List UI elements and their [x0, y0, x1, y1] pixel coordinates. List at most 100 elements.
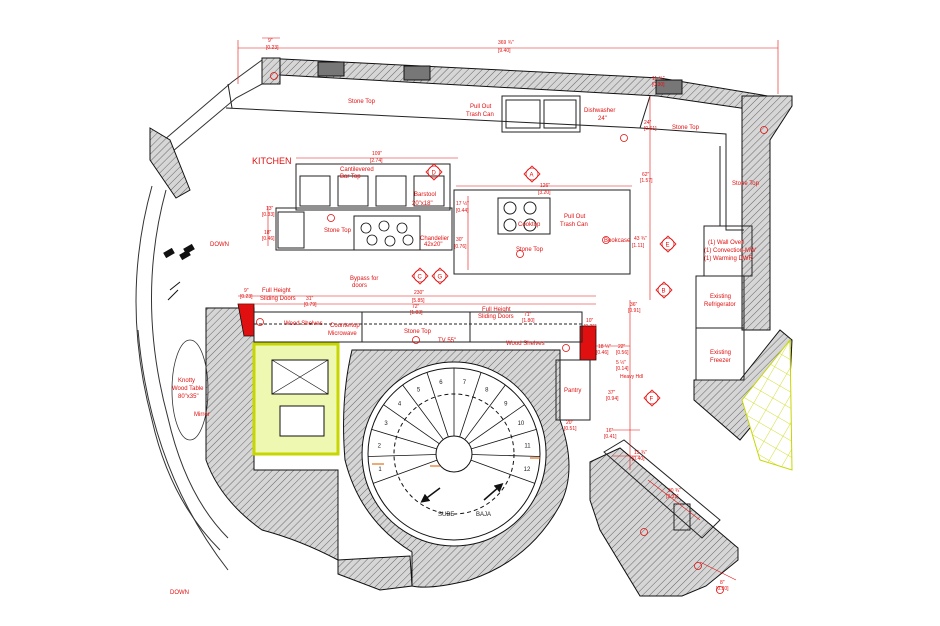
dim-island-depth-am: [0.44] [456, 208, 469, 214]
wall-lower-left [337, 555, 413, 591]
dim-dw-b: [0.61] [644, 126, 657, 132]
label-dishwasher: Dishwasher [584, 108, 615, 114]
label-full-height-2b: Sliding Doors [478, 314, 514, 320]
window-3 [655, 79, 683, 95]
svg-text:A: A [530, 173, 534, 179]
dim-lower-b: 90 ¾" [668, 488, 681, 494]
label-pantry: Pantry [564, 388, 581, 394]
dim-pantry-c: 37" [608, 390, 616, 396]
dim-mid-d-m: [1.80] [522, 318, 535, 324]
dim-right-vert2: 43 ¾" [634, 236, 647, 242]
marker-c: C [411, 267, 429, 285]
dim-island-left-a: 13" [266, 206, 274, 212]
label-chandelier-size: 42x20" [424, 242, 442, 248]
marker-g: G [431, 267, 449, 285]
dim-mid-overall: 230" [414, 290, 424, 296]
svg-text:B: B [662, 289, 666, 295]
burner-1 [503, 201, 517, 215]
dim-mid-c-m: [1.83] [410, 310, 423, 316]
stool-2 [337, 175, 369, 207]
label-pull-out-2b: Trash Can [560, 222, 588, 228]
stair-tread [426, 372, 449, 438]
label-pull-out-1b: Trash Can [466, 112, 494, 118]
label-chandelier: Chandelier [420, 236, 449, 242]
label-bookcase: Bookcase [604, 238, 631, 244]
dim-pantry-bm: [0.56] [616, 350, 629, 356]
arrow-sube [420, 487, 441, 503]
sube-label: SUBE [438, 512, 454, 518]
label-barstool-size: 20"x18" [412, 201, 433, 207]
island-end [277, 211, 305, 249]
dim-mid-d: 71" [524, 312, 532, 318]
label-heavy-hinges: Heavy Hdl [620, 374, 643, 380]
label-wall-oven-3: (1) Warming DWR [704, 256, 753, 262]
dim-island-m: [3.20] [538, 190, 551, 196]
stair-treads [368, 368, 540, 484]
marker-a: A [523, 165, 541, 183]
label-tv: TV 55" [438, 338, 456, 344]
label-microwave: Microwave [328, 331, 357, 337]
label-knotty-1: Knotty [178, 378, 195, 384]
chandelier-bulbs [360, 220, 414, 247]
dim-mid-e-m: [0.25] [584, 324, 597, 330]
dim-right-gap-m: [0.91] [628, 308, 641, 314]
dim-pantry-am: [0.46] [596, 350, 609, 356]
dim-mid-a-m: [0.23] [240, 294, 253, 300]
wall-top-left-angled-inner [159, 83, 263, 163]
label-down-1: DOWN [210, 242, 229, 248]
label-barstool: Barstool [414, 192, 436, 198]
lower-right-counter [603, 439, 721, 539]
dim-mid-b-m: [0.79] [304, 302, 317, 308]
dim-lower-a: 15 ¾" [634, 450, 647, 456]
window-1 [317, 61, 345, 77]
bath-fixture-2 [279, 405, 325, 437]
stair-number: 1 [378, 467, 382, 473]
label-full-height-1a: Full Height [262, 288, 291, 294]
burner-3 [503, 218, 517, 232]
stair-number: 5 [417, 387, 421, 393]
dim-island-depth-b: 30" [456, 237, 464, 243]
stair-number: 10 [518, 421, 525, 427]
dim-pantry-a: 18 ¼" [598, 344, 611, 350]
svg-text:D: D [432, 171, 437, 177]
marker-f: F [643, 389, 661, 407]
dim-bar-top-m: [2.74] [370, 158, 383, 164]
svg-text:E: E [666, 243, 670, 249]
stair-tread [471, 454, 540, 457]
stool-1 [299, 175, 331, 207]
burner-2 [523, 201, 537, 215]
dim-pantry-em: [0.41] [604, 434, 617, 440]
stair-number: 12 [524, 467, 531, 473]
dim-right-vert2-m: [1.11] [632, 243, 645, 249]
chandelier-box [353, 215, 421, 251]
knotty-table [171, 339, 209, 441]
stair-tread [373, 459, 438, 484]
label-full-height-1b: Sliding Doors [260, 296, 296, 302]
stair-number: 6 [439, 380, 443, 386]
stair-number: 8 [485, 387, 489, 393]
dim-pantry-dm: [0.14] [616, 366, 629, 372]
label-bypass-2: doors [352, 283, 367, 289]
dim-mid-a: 9" [244, 288, 249, 294]
stair-number: 2 [378, 443, 382, 449]
dim-island-left-bm: [0.46] [262, 236, 275, 242]
sink [501, 95, 581, 133]
back-counter-edge [227, 83, 233, 109]
label-wood-shelves-2: Wood Shelves [506, 341, 545, 347]
label-cooktop: Cooktop [518, 222, 541, 228]
stair-tread [471, 428, 537, 450]
dim-island-left-am: [0.33] [262, 212, 275, 218]
label-cantilevered: Cantilevered [340, 167, 374, 173]
cooktop [497, 197, 551, 235]
dim-top-m: [9.40] [498, 48, 511, 54]
dim-pantry-e: 16" [606, 428, 614, 434]
dim-mid-overall-m: [5.85] [412, 298, 425, 304]
dim-stair-a: 20" [566, 420, 574, 426]
dim-stair-am: [0.51] [564, 426, 577, 432]
mid-counter [253, 311, 583, 343]
label-stone-top-island2: Stone Top [516, 247, 544, 253]
diamond-markers: A B C D E F G [411, 163, 677, 407]
dim-top: 369 ¾" [498, 40, 514, 46]
